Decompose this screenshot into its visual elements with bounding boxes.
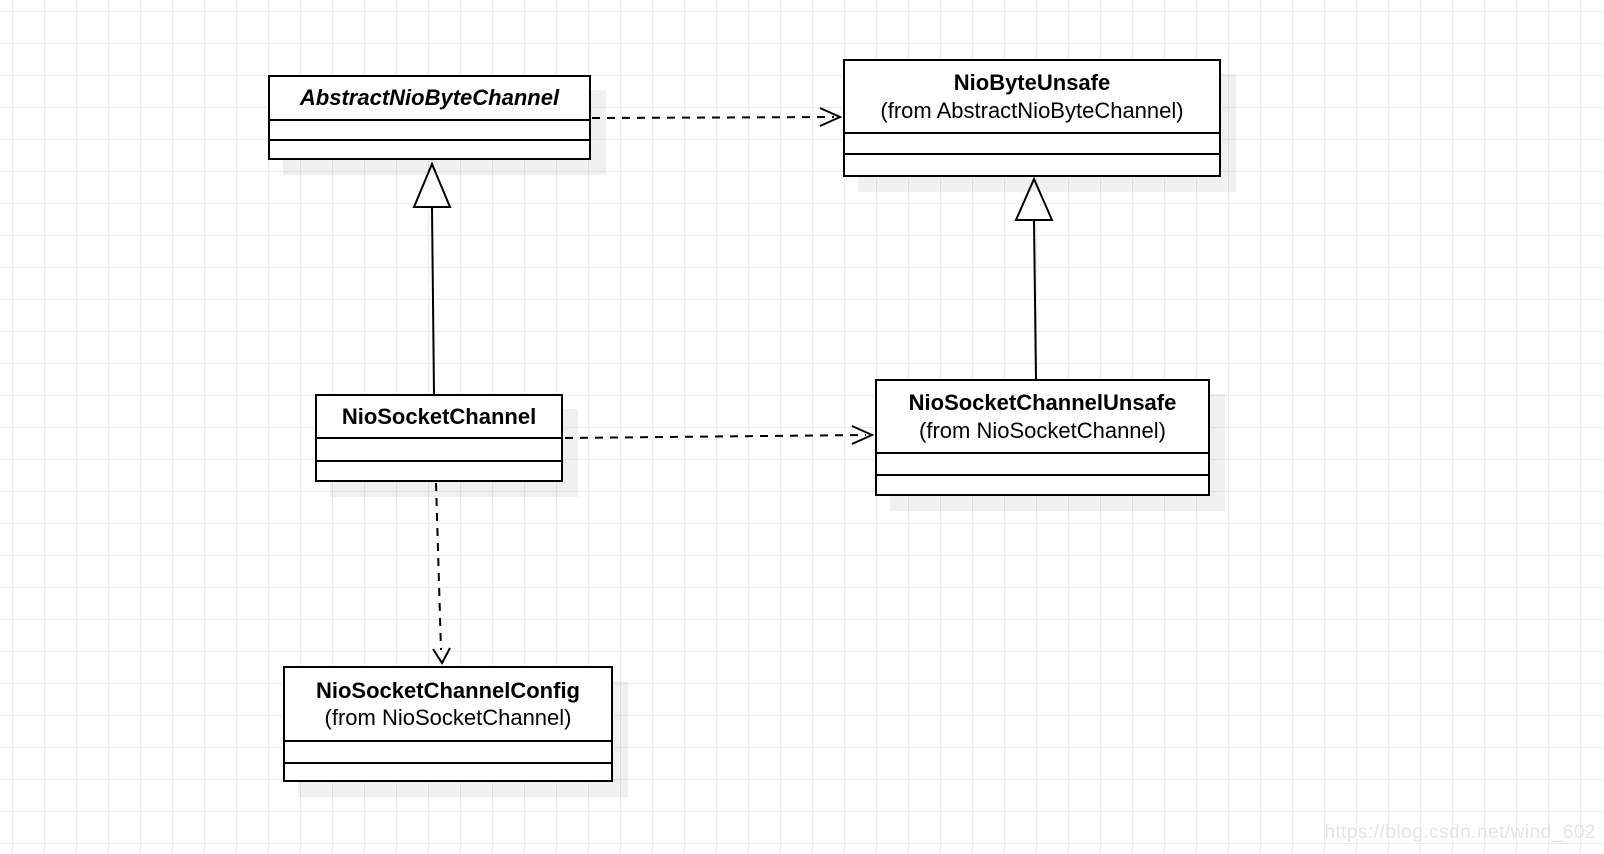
class-box-nio-socket-channel-config: NioSocketChannelConfig (from NioSocketCh… — [283, 666, 613, 782]
attributes-compartment — [845, 132, 1219, 153]
class-title-compartment: NioSocketChannelUnsafe (from NioSocketCh… — [877, 381, 1208, 452]
watermark-text: https://blog.csdn.net/wind_602 — [1324, 822, 1596, 843]
attributes-compartment — [877, 452, 1208, 474]
class-from-subtitle: (from NioSocketChannel) — [324, 705, 572, 730]
methods-compartment — [317, 460, 561, 480]
class-box-nio-byte-unsafe: NioByteUnsafe (from AbstractNioByteChann… — [843, 59, 1221, 177]
class-title-compartment: AbstractNioByteChannel — [270, 77, 589, 119]
generalization-arrow-unsafe-to-niobyteunsafe — [1014, 176, 1054, 380]
class-title-compartment: NioByteUnsafe (from AbstractNioByteChann… — [845, 61, 1219, 132]
class-box-nio-socket-channel: NioSocketChannel — [315, 394, 563, 482]
methods-compartment — [845, 153, 1219, 175]
class-from-subtitle: (from NioSocketChannel) — [919, 417, 1166, 443]
class-box-nio-socket-channel-unsafe: NioSocketChannelUnsafe (from NioSocketCh… — [875, 379, 1210, 496]
dependency-arrow-niosocketchannel-to-unsafe — [564, 425, 875, 445]
methods-compartment — [270, 139, 589, 158]
class-title: NioByteUnsafe — [953, 70, 1111, 95]
attributes-compartment — [270, 119, 589, 139]
class-title: NioSocketChannelConfig — [315, 677, 580, 703]
class-title: NioSocketChannel — [341, 403, 537, 429]
class-title-compartment: NioSocketChannelConfig (from NioSocketCh… — [285, 668, 611, 740]
class-from-subtitle: (from AbstractNioByteChannel) — [880, 97, 1184, 123]
generalization-arrow-niosocketchannel-to-abstract — [412, 161, 452, 395]
attributes-compartment — [317, 437, 561, 460]
class-title: AbstractNioByteChannel — [299, 85, 560, 111]
class-title-compartment: NioSocketChannel — [317, 396, 561, 437]
class-box-abstract-nio-byte-channel: AbstractNioByteChannel — [268, 75, 591, 160]
class-title: NioSocketChannelUnsafe — [908, 390, 1177, 415]
methods-compartment — [877, 474, 1208, 494]
dependency-arrow-niosocketchannel-to-config — [432, 482, 451, 665]
dependency-arrow-abstract-to-niobyteunsafe — [591, 107, 843, 127]
methods-compartment — [285, 762, 611, 780]
attributes-compartment — [285, 740, 611, 762]
